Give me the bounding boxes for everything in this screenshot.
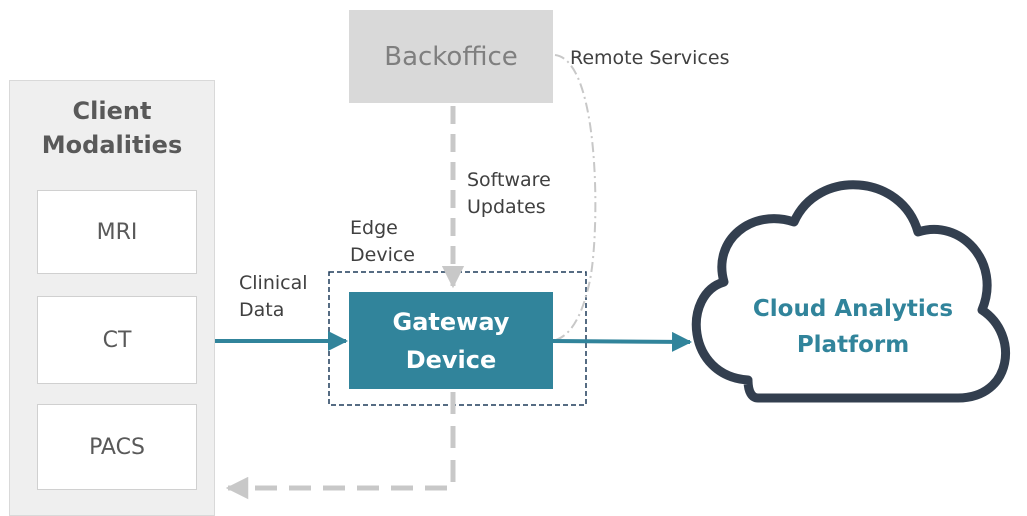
edge-device-line1: Edge xyxy=(350,217,398,239)
software-updates-label: Software Updates xyxy=(467,167,551,221)
clinical-data-label: Clinical Data xyxy=(239,270,308,324)
gateway-device-box: Gateway Device xyxy=(349,292,553,389)
client-modalities-title: Client Modalities xyxy=(9,94,215,162)
remote-services-label: Remote Services xyxy=(570,47,730,69)
client-modalities-title-line1: Client xyxy=(72,97,152,125)
edge-device-line2: Device xyxy=(350,244,415,266)
remote-services-connector xyxy=(554,54,597,341)
software-updates-line2: Updates xyxy=(467,196,546,218)
modality-mri: MRI xyxy=(37,190,197,274)
backoffice-box: Backoffice xyxy=(349,10,553,103)
cloud-icon xyxy=(691,180,1010,403)
gateway-label-line2: Device xyxy=(405,345,497,374)
cloud-analytics-label: Cloud Analytics Platform xyxy=(738,291,968,363)
modality-pacs: PACS xyxy=(37,404,197,490)
gateway-label-line1: Gateway xyxy=(392,307,510,336)
modality-ct: CT xyxy=(37,296,197,384)
cloud-label-line1: Cloud Analytics xyxy=(752,296,954,322)
clinical-data-line2: Data xyxy=(239,299,285,321)
return-data-connector xyxy=(225,392,456,500)
software-updates-line1: Software xyxy=(467,169,551,191)
cloud-label-line2: Platform xyxy=(796,332,910,358)
edge-device-label: Edge Device xyxy=(350,215,415,269)
clinical-data-line1: Clinical xyxy=(239,272,308,294)
client-modalities-title-line2: Modalities xyxy=(41,131,183,159)
cloud-upload-arrow xyxy=(552,331,692,352)
